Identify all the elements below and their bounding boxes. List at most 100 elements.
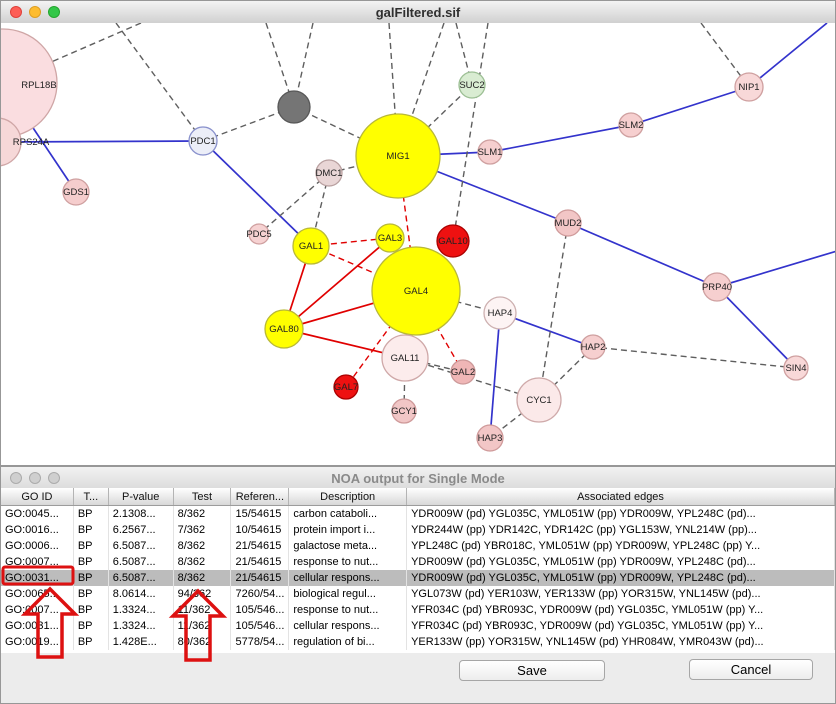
node-label: GAL80: [269, 324, 299, 335]
table-cell: 6.5087...: [109, 538, 174, 554]
zoom-button[interactable]: [48, 6, 60, 18]
table-cell: GO:0031...: [1, 570, 74, 586]
node-slm2[interactable]: [618, 112, 644, 138]
node-sin4[interactable]: [783, 355, 809, 381]
node-suc2[interactable]: [458, 71, 486, 99]
table-cell: 105/546...: [231, 618, 290, 634]
network-edge: [1, 140, 204, 143]
noa-window-titlebar[interactable]: NOA output for Single Mode: [1, 467, 835, 490]
network-edge: [748, 23, 828, 88]
table-cell: 21/54615: [231, 570, 290, 586]
node-slm1[interactable]: [477, 139, 503, 165]
node-gal7[interactable]: [333, 374, 359, 400]
node-pdc5[interactable]: [248, 223, 270, 245]
table-cell: 10/54615: [231, 522, 290, 538]
node-hap4[interactable]: [483, 296, 517, 330]
table-cell: BP: [74, 586, 109, 602]
network-edge: [630, 86, 750, 126]
close-button[interactable]: [10, 472, 22, 484]
network-edge: [397, 84, 473, 157]
network-edge: [592, 346, 797, 369]
node-gal2[interactable]: [450, 359, 476, 385]
node-label: GAL10: [438, 236, 468, 247]
node-dmc1[interactable]: [315, 159, 343, 187]
column-header[interactable]: T...: [74, 488, 109, 505]
table-cell: GO:0045...: [1, 506, 74, 522]
node-pdc1[interactable]: [188, 126, 218, 156]
minimize-button[interactable]: [29, 6, 41, 18]
node-gds1[interactable]: [62, 178, 90, 206]
network-edge: [716, 286, 797, 369]
node-gal1[interactable]: [292, 227, 330, 265]
network-edge: [258, 172, 330, 235]
node-label: DMC1: [316, 168, 343, 179]
close-button[interactable]: [10, 6, 22, 18]
network-edge: [489, 312, 501, 439]
node-gcy1[interactable]: [391, 398, 417, 424]
node-label: GCY1: [391, 406, 417, 417]
column-header[interactable]: Test: [174, 488, 232, 505]
node-label: SIN4: [785, 363, 806, 374]
network-window-titlebar[interactable]: galFiltered.sif: [1, 1, 835, 24]
table-cell: 8.0614...: [109, 586, 174, 602]
node-cyc1[interactable]: [516, 377, 562, 423]
network-edge: [567, 222, 718, 288]
column-header[interactable]: GO ID: [1, 488, 74, 505]
zoom-button[interactable]: [48, 472, 60, 484]
node-nip1[interactable]: [734, 72, 764, 102]
table-cell: 1.428E...: [109, 634, 174, 650]
table-cell: 5778/54...: [231, 634, 290, 650]
node-hap2[interactable]: [580, 334, 606, 360]
table-cell: BP: [74, 634, 109, 650]
network-window-title: galFiltered.sif: [375, 4, 461, 20]
network-edge: [489, 124, 632, 153]
table-cell: GO:0006...: [1, 538, 74, 554]
table-cell: response to nut...: [289, 554, 408, 570]
node-label: PRP40: [702, 282, 732, 293]
network-edge: [452, 23, 489, 242]
column-header[interactable]: Referen...: [231, 488, 290, 505]
network-canvas[interactable]: RPL18BRPS24AGDS1PDC1DMC1PDC5MIG1SUC2SLM1…: [1, 23, 835, 466]
node-mud2[interactable]: [554, 209, 582, 237]
save-button[interactable]: Save: [459, 660, 605, 681]
node-label: GAL11: [391, 353, 420, 364]
table-cell: 105/546...: [231, 602, 290, 618]
node-mig1[interactable]: [355, 113, 441, 199]
table-cell: YDR009W (pd) YGL035C, YML051W (pp) YDR00…: [407, 570, 835, 586]
node-gal11[interactable]: [381, 334, 429, 382]
node-rps24a[interactable]: [1, 117, 22, 167]
node-label: CYC1: [526, 395, 551, 406]
node-label: HAP3: [478, 433, 503, 444]
column-header[interactable]: P-value: [109, 488, 174, 505]
column-header[interactable]: Description: [289, 488, 408, 505]
node-gal3[interactable]: [375, 223, 405, 253]
table-cell: cellular respons...: [289, 570, 408, 586]
node-label: SLM1: [478, 147, 503, 158]
node-gal10[interactable]: [436, 224, 470, 258]
table-cell: galactose meta...: [289, 538, 408, 554]
node-prp40[interactable]: [702, 272, 732, 302]
node-gal4[interactable]: [371, 246, 461, 336]
minimize-button[interactable]: [29, 472, 41, 484]
node-gal80[interactable]: [264, 309, 304, 349]
node-label: PDC5: [246, 229, 271, 240]
table-cell: YER133W (pp) YOR315W, YNL145W (pd) YHR08…: [407, 634, 835, 650]
node-gray1[interactable]: [277, 90, 311, 124]
cancel-button[interactable]: Cancel: [689, 659, 813, 680]
table-cell: 6.5087...: [109, 554, 174, 570]
node-hap3[interactable]: [476, 424, 504, 452]
node-label: MUD2: [555, 218, 582, 229]
column-header[interactable]: Associated edges: [407, 488, 835, 505]
